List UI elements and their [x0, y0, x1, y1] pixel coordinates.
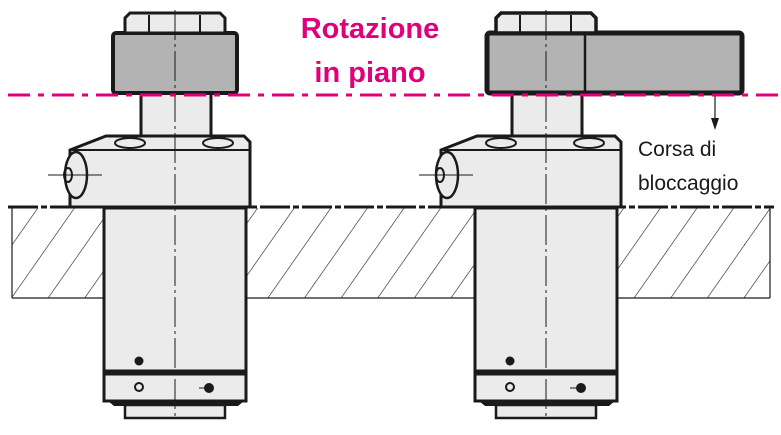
- stroke-label-line-2: bloccaggio: [638, 172, 739, 195]
- stroke-label-line-1: Corsa di: [638, 138, 717, 161]
- title-line-2: in piano: [314, 57, 426, 89]
- title-line-1: Rotazione: [300, 13, 440, 45]
- right-clamp: [419, 10, 745, 420]
- left-clamp: [48, 10, 252, 420]
- stroke-arrow-icon: [711, 96, 719, 130]
